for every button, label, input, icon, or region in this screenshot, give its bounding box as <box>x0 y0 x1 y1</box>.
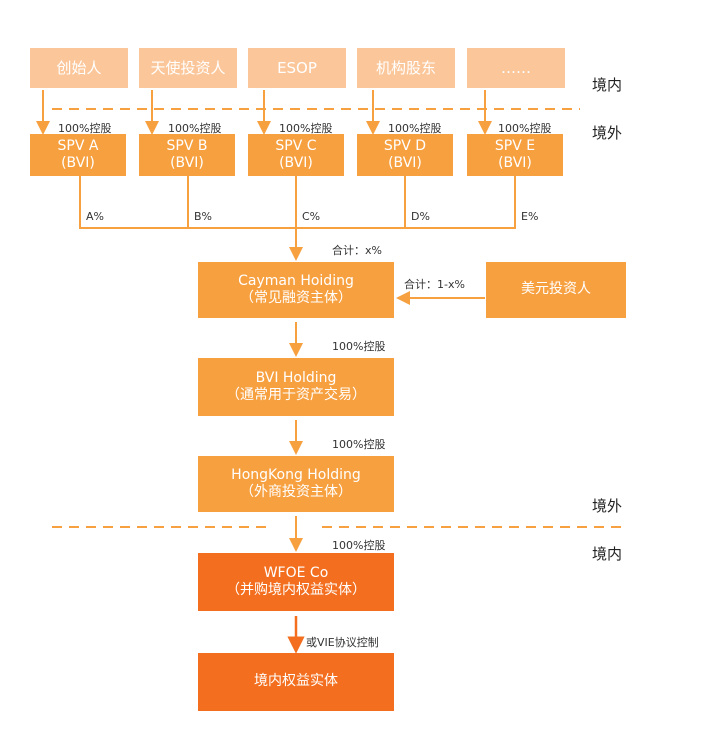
wfoe-subtitle: （并购境内权益实体） <box>226 582 366 598</box>
cayman-title: Cayman Hoiding <box>238 272 354 289</box>
shareholder-label: …… <box>501 58 531 77</box>
domestic-entity: 境内权益实体 <box>198 653 394 711</box>
hongkong-holding: HongKong Holding （外商投资主体） <box>198 456 394 512</box>
total-1x-label: 合计：1-x% <box>404 278 465 291</box>
cayman-holding: Cayman Hoiding （常见融资主体） <box>198 262 394 318</box>
shareholder-others: …… <box>467 48 565 88</box>
spv-jurisdiction: (BVI) <box>170 155 204 171</box>
spv-e: SPV E (BVI) <box>467 134 563 176</box>
pct-label-a: A% <box>86 210 104 223</box>
region-offshore-top: 境外 <box>592 124 623 142</box>
spv-jurisdiction: (BVI) <box>388 155 422 171</box>
shareholder-institution: 机构股东 <box>357 48 455 88</box>
shareholder-founder: 创始人 <box>30 48 128 88</box>
bvi-title: BVI Holding <box>255 369 337 386</box>
spv-jurisdiction: (BVI) <box>279 155 313 171</box>
region-domestic-top: 境内 <box>592 76 623 94</box>
holding-label-hk: 100%控股 <box>332 438 386 451</box>
domestic-entity-label: 境内权益实体 <box>254 673 338 690</box>
holding-label-bvi: 100%控股 <box>332 340 386 353</box>
spv-d: SPV D (BVI) <box>357 134 453 176</box>
pct-label-d: D% <box>411 210 430 223</box>
spv-name: SPV D <box>383 137 427 154</box>
region-domestic-bottom: 境内 <box>592 545 623 563</box>
wfoe-title: WFOE Co <box>263 564 329 581</box>
cayman-subtitle: （常见融资主体） <box>240 290 352 306</box>
vie-label: 或VIE协议控制 <box>306 636 379 649</box>
pct-label-e: E% <box>521 210 539 223</box>
hk-title: HongKong Holding <box>231 466 361 483</box>
spv-name: SPV A <box>57 137 99 154</box>
pct-label-b: B% <box>194 210 212 223</box>
holding-label-spve: 100%控股 <box>498 122 552 135</box>
spv-name: SPV B <box>166 137 208 154</box>
spv-jurisdiction: (BVI) <box>61 155 95 171</box>
spv-jurisdiction: (BVI) <box>498 155 532 171</box>
shareholder-label: 天使投资人 <box>150 58 226 77</box>
usd-investor: 美元投资人 <box>486 262 626 318</box>
holding-label-wfoe: 100%控股 <box>332 539 386 552</box>
holding-label-spvb: 100%控股 <box>168 122 222 135</box>
bvi-subtitle: （通常用于资产交易） <box>226 387 366 403</box>
holding-label-spvc: 100%控股 <box>279 122 333 135</box>
shareholder-angel-investor: 天使投资人 <box>139 48 237 88</box>
usd-investor-label: 美元投资人 <box>521 281 591 298</box>
hk-subtitle: （外商投资主体） <box>240 484 352 500</box>
spv-b: SPV B (BVI) <box>139 134 235 176</box>
holding-label-spvd: 100%控股 <box>388 122 442 135</box>
shareholder-label: 创始人 <box>56 58 102 77</box>
spv-name: SPV C <box>275 137 317 154</box>
spv-name: SPV E <box>494 137 536 154</box>
spv-c: SPV C (BVI) <box>248 134 344 176</box>
pct-label-c: C% <box>302 210 321 223</box>
wfoe-co: WFOE Co （并购境内权益实体） <box>198 553 394 611</box>
bvi-holding: BVI Holding （通常用于资产交易） <box>198 358 394 416</box>
shareholder-label: 机构股东 <box>375 58 436 77</box>
spv-a: SPV A (BVI) <box>30 134 126 176</box>
shareholder-label: ESOP <box>277 58 317 77</box>
total-x-label: 合计：x% <box>332 244 382 257</box>
holding-label-spva: 100%控股 <box>58 122 112 135</box>
region-offshore-bottom: 境外 <box>592 497 623 515</box>
shareholder-esop: ESOP <box>248 48 346 88</box>
